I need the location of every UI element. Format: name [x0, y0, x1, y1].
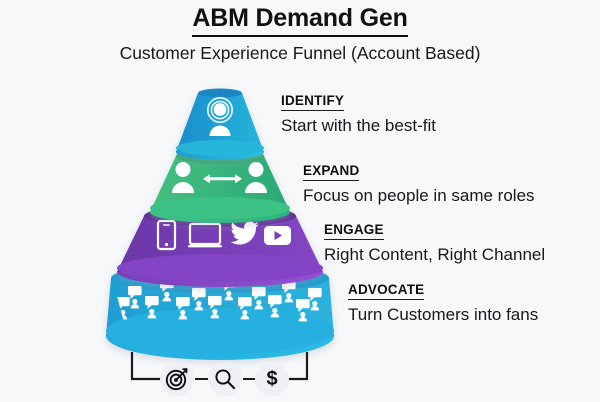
target-glyph [165, 368, 188, 391]
stage-title-engage: ENGAGE [324, 222, 384, 240]
dollar-glyph: $ [266, 368, 278, 390]
person-icon [245, 162, 267, 193]
connector-dash [243, 378, 256, 380]
mobile-phone-icon [156, 219, 177, 251]
laptop-icon [188, 222, 222, 248]
youtube-icon [264, 226, 291, 245]
stage-label-identify: IDENTIFY Start with the best-fit [281, 92, 436, 136]
stage-description-identify: Start with the best-fit [281, 116, 436, 135]
target-icon[interactable] [160, 362, 194, 396]
funnel-bracket [130, 352, 309, 381]
stage-label-advocate: ADVOCATE Turn Customers into fans [348, 281, 538, 325]
stage-title-expand: EXPAND [303, 163, 360, 181]
stage-description-advocate: Turn Customers into fans [348, 305, 539, 324]
twitter-bird-icon [230, 221, 259, 245]
stage-title-identify: IDENTIFY [281, 93, 345, 111]
page-subtitle: Customer Experience Funnel (Account Base… [119, 43, 481, 63]
stage-label-expand: EXPAND Focus on people in same roles [303, 162, 535, 206]
search-icon[interactable] [208, 362, 242, 396]
person-icon [172, 162, 194, 193]
connector-dash [195, 378, 208, 380]
double-arrow-icon [203, 174, 242, 184]
stage-description-expand: Focus on people in same roles [303, 186, 535, 205]
stage-description-engage: Right Content, Right Channel [324, 245, 546, 264]
person-target-icon [206, 96, 234, 136]
dollar-icon[interactable]: $ [255, 362, 289, 396]
magnifier-glyph [215, 369, 236, 390]
stage-label-engage: ENGAGE Right Content, Right Channel [324, 221, 545, 265]
funnel-stage-identify[interactable] [176, 88, 264, 161]
page-title-text: ABM Demand Gen [192, 4, 408, 37]
page-title: ABM Demand Gen [0, 4, 600, 37]
funnel-stage-engage[interactable] [117, 205, 323, 287]
stage-title-advocate: ADVOCATE [348, 282, 425, 300]
